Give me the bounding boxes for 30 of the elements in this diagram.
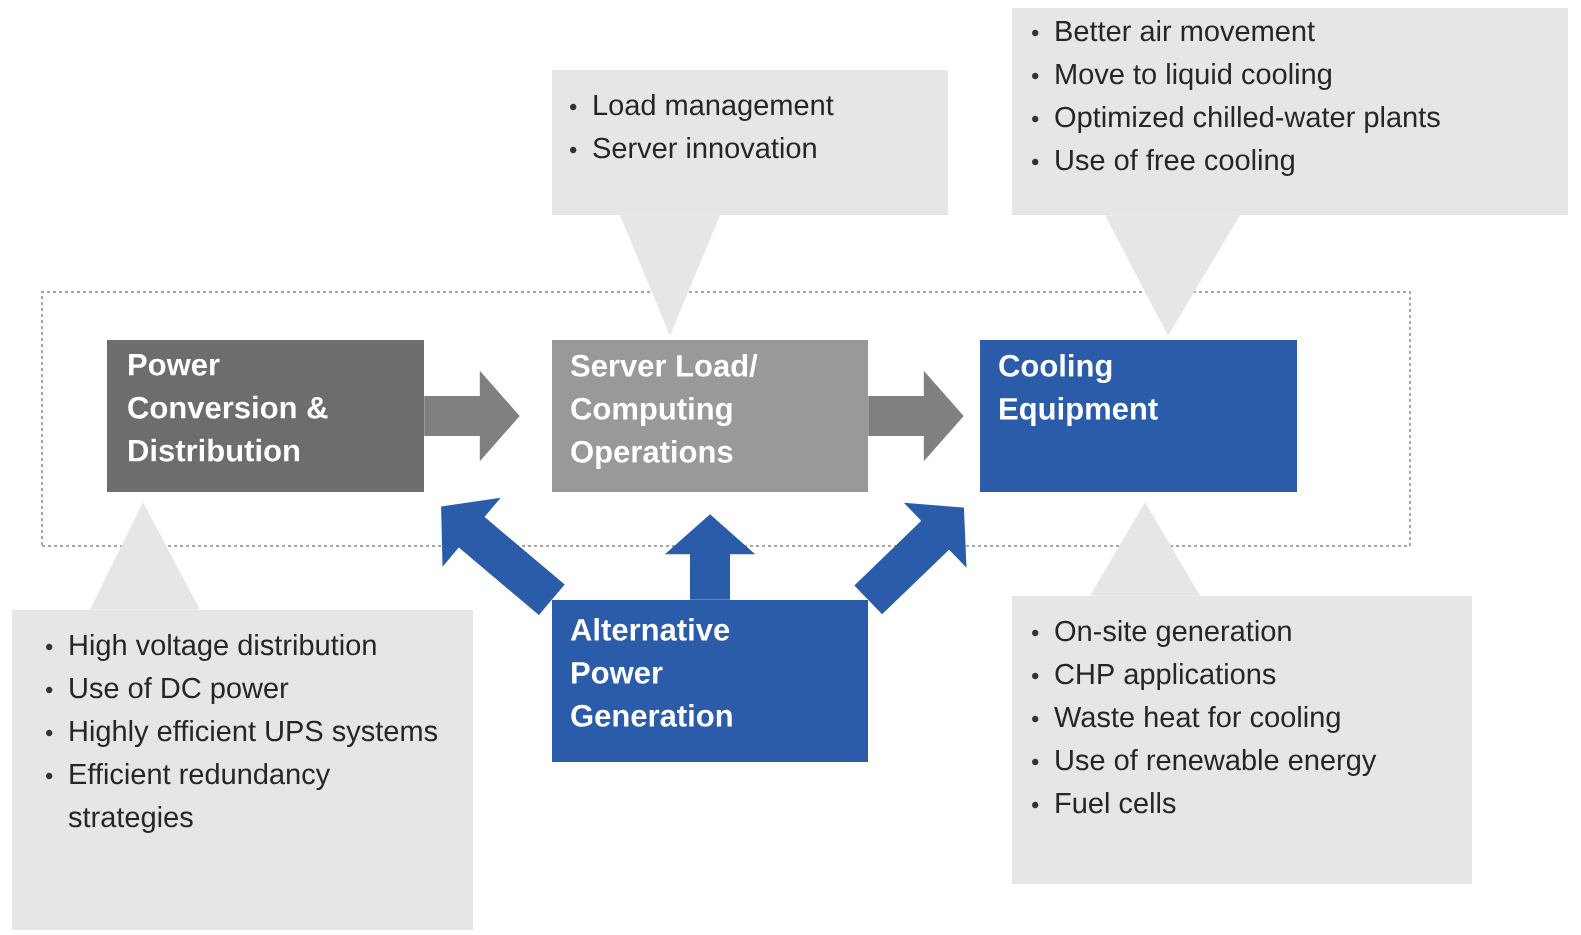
bullet-item: Better air movement bbox=[1032, 20, 1315, 42]
process-box bbox=[552, 600, 868, 762]
bullet-item: CHP applications bbox=[1032, 663, 1276, 691]
bullet-item: Server innovation bbox=[570, 137, 816, 159]
bullet-item: Highly efficient UPS systems bbox=[46, 720, 438, 748]
bullet-item: Optimized chilled-water plants bbox=[1032, 106, 1440, 134]
callout-pointer bbox=[620, 215, 720, 336]
bullet-item: Waste heat for cooling bbox=[1032, 706, 1340, 734]
callout-pointer bbox=[1105, 215, 1240, 336]
dashed-frame bbox=[41, 291, 1411, 547]
bullet-item: Efficient redundancy strategies bbox=[46, 763, 331, 834]
bullet-item: High voltage distribution bbox=[46, 634, 376, 662]
bullet-item: Use of DC power bbox=[46, 677, 289, 705]
process-box bbox=[552, 340, 868, 492]
box-label: Cooling Equipment bbox=[999, 354, 1158, 426]
bullet-item: Move to liquid cooling bbox=[1032, 63, 1331, 91]
callout-box bbox=[1012, 596, 1472, 884]
callout-pointer bbox=[90, 502, 200, 610]
process-box bbox=[107, 340, 424, 492]
bullet-item: Fuel cells bbox=[1032, 792, 1176, 814]
process-box bbox=[980, 340, 1297, 492]
bullet-item: Load management bbox=[570, 94, 834, 122]
box-label: Power Conversion & Distribution bbox=[128, 354, 328, 462]
box-label: Server Load/ Computing Operations bbox=[570, 354, 758, 469]
bullet-item: On-site generation bbox=[1032, 620, 1291, 648]
bullet-item: Use of renewable energy bbox=[1032, 749, 1377, 777]
box-label: Alternative Power Generation bbox=[570, 618, 732, 727]
callout-pointer bbox=[1090, 502, 1200, 596]
callout-box bbox=[12, 610, 473, 930]
bullet-item: Use of free cooling bbox=[1032, 149, 1294, 177]
